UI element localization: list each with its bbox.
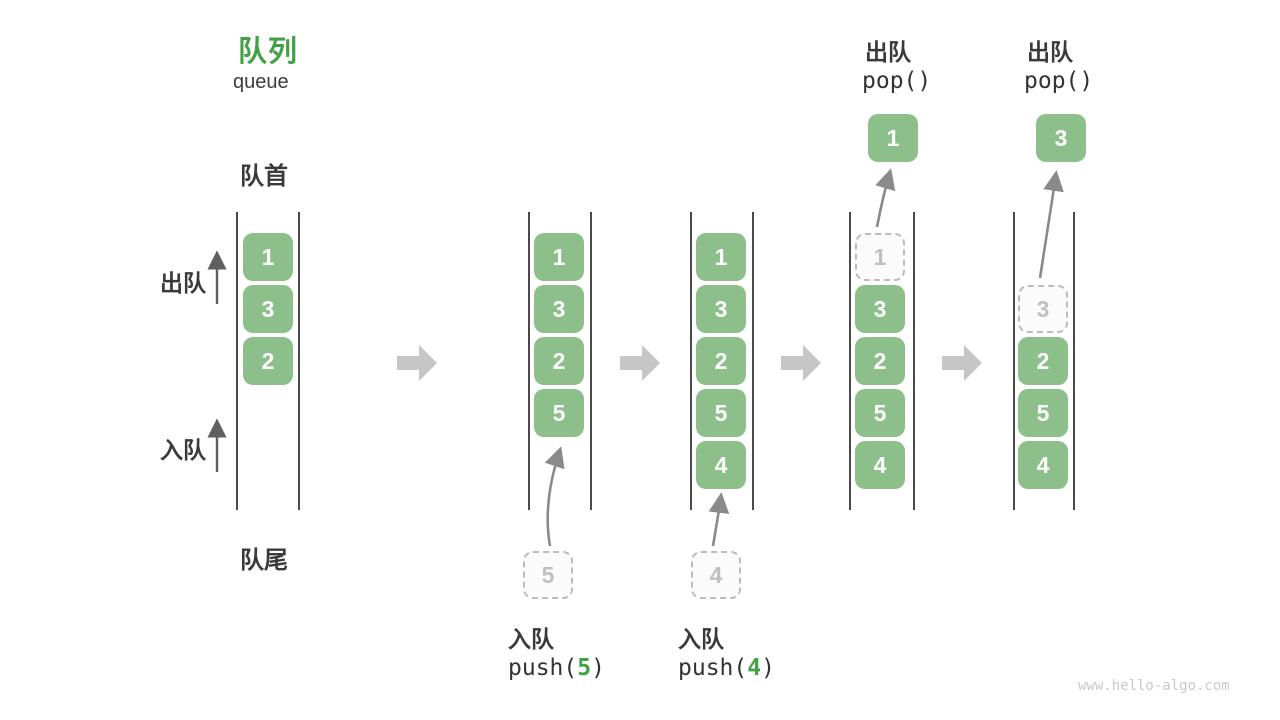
- queue-column-line: [528, 212, 530, 510]
- queue-item: 3: [855, 285, 905, 333]
- push5-arrow-icon: [544, 446, 565, 547]
- queue-column-line: [298, 212, 300, 510]
- push4-code-close: ): [761, 655, 775, 681]
- push5-code-close: ): [591, 655, 605, 681]
- queue-column-line: [913, 212, 915, 510]
- label-queue-front: 队首: [240, 163, 288, 190]
- step-arrow-icon: [942, 345, 982, 381]
- popped-item: 1: [868, 114, 918, 162]
- incoming-item: 4: [691, 551, 741, 599]
- page-subtitle: queue: [233, 71, 289, 93]
- push4-code: push(4): [678, 655, 775, 681]
- queue-item: 1: [534, 233, 584, 281]
- queue-item: 1: [696, 233, 746, 281]
- step-arrow-icon: [620, 345, 660, 381]
- queue-column-line: [1073, 212, 1075, 510]
- queue-column-line: [1013, 212, 1015, 510]
- popped-item: 3: [1036, 114, 1086, 162]
- push5-label: 入队: [508, 626, 554, 652]
- step-arrow-icon: [397, 345, 437, 381]
- ghost-item: 3: [1018, 285, 1068, 333]
- queue-item: 2: [855, 337, 905, 385]
- label-enqueue-side: 入队: [160, 437, 206, 463]
- pop1-code: pop(): [862, 68, 932, 94]
- queue-item: 5: [1018, 389, 1068, 437]
- pop2-code: pop(): [1024, 68, 1094, 94]
- incoming-item: 5: [523, 551, 573, 599]
- queue-column-line: [590, 212, 592, 510]
- page-title: 队列: [238, 36, 299, 68]
- push5-code-fn: push(: [508, 655, 578, 681]
- queue-item: 2: [696, 337, 746, 385]
- push4-label: 入队: [678, 626, 724, 652]
- pop1-label: 出队: [865, 39, 911, 65]
- push4-code-fn: push(: [678, 655, 748, 681]
- queue-column-line: [236, 212, 238, 510]
- push5-code-arg: 5: [577, 655, 592, 681]
- pop2-arrow-icon: [1038, 170, 1064, 279]
- queue-item: 3: [243, 285, 293, 333]
- queue-item: 2: [1018, 337, 1068, 385]
- queue-column-line: [690, 212, 692, 510]
- queue-item: 5: [696, 389, 746, 437]
- queue-item: 2: [534, 337, 584, 385]
- queue-item: 4: [1018, 441, 1068, 489]
- queue-item: 4: [696, 441, 746, 489]
- push5-code: push(5): [508, 655, 605, 681]
- queue-item: 1: [243, 233, 293, 281]
- queue-column-line: [752, 212, 754, 510]
- queue-item: 5: [534, 389, 584, 437]
- queue-item: 3: [696, 285, 746, 333]
- queue-item: 3: [534, 285, 584, 333]
- step-arrow-icon: [781, 345, 821, 381]
- queue-item: 5: [855, 389, 905, 437]
- label-dequeue-side: 出队: [160, 270, 206, 296]
- pop2-label: 出队: [1027, 39, 1073, 65]
- queue-item: 2: [243, 337, 293, 385]
- queue-column-line: [849, 212, 851, 510]
- queue-item: 4: [855, 441, 905, 489]
- pop1-arrow-icon: [875, 168, 896, 228]
- ghost-item: 1: [855, 233, 905, 281]
- push4-code-arg: 4: [747, 655, 762, 681]
- watermark: www.hello-algo.com: [1078, 678, 1230, 694]
- push4-arrow-icon: [708, 492, 730, 547]
- label-queue-rear: 队尾: [240, 547, 288, 574]
